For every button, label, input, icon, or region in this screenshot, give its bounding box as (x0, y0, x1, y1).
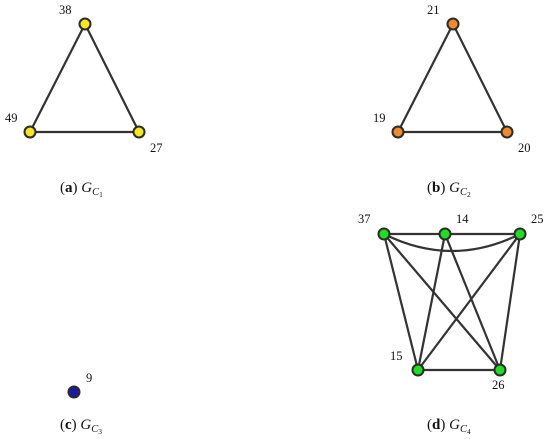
panel-b: 21 19 20 (b) GC2 (373, 3, 531, 199)
edge-38-27 (83, 22, 141, 134)
caption-c: (c) GC3 (60, 417, 102, 436)
edge-14-26 (443, 232, 502, 372)
panel-a: 38 49 27 (a) GC1 (5, 3, 163, 199)
node-9 (67, 385, 81, 399)
node-label-49: 49 (5, 111, 18, 125)
edge-25-26 (498, 232, 522, 372)
node-26 (493, 363, 507, 377)
node-label-19: 19 (373, 111, 386, 125)
edge-21-19 (396, 22, 455, 134)
node-label-15: 15 (390, 349, 403, 363)
caption-a: (a) GC1 (60, 180, 103, 199)
node-label-21: 21 (427, 3, 440, 17)
edge-14-15 (416, 232, 447, 372)
panel-c: 9 (c) GC3 (60, 371, 102, 436)
node-label-26: 26 (492, 378, 505, 392)
node-14 (438, 227, 452, 241)
node-label-14: 14 (456, 212, 469, 226)
edge-37-15 (382, 232, 420, 372)
node-21 (446, 17, 460, 31)
node-27 (132, 125, 146, 139)
node-49 (23, 125, 37, 139)
edge-37-26 (382, 232, 502, 372)
node-25 (513, 227, 527, 241)
node-label-20: 20 (518, 141, 531, 155)
edge-25-15 (416, 232, 522, 372)
node-15 (411, 363, 425, 377)
caption-d: (d) GC4 (427, 417, 471, 436)
node-19 (391, 125, 405, 139)
caption-b: (b) GC2 (427, 180, 471, 199)
node-37 (377, 227, 391, 241)
node-label-27: 27 (150, 141, 163, 155)
node-label-25: 25 (531, 212, 544, 226)
node-label-37: 37 (358, 212, 371, 226)
node-20 (500, 125, 514, 139)
edge-38-49 (28, 22, 87, 134)
edge-21-20 (451, 22, 509, 134)
node-38 (78, 17, 92, 31)
panel-d: 37 14 25 15 26 (d) GC4 (358, 212, 544, 436)
node-label-38: 38 (59, 3, 72, 17)
node-label-9: 9 (86, 371, 92, 385)
